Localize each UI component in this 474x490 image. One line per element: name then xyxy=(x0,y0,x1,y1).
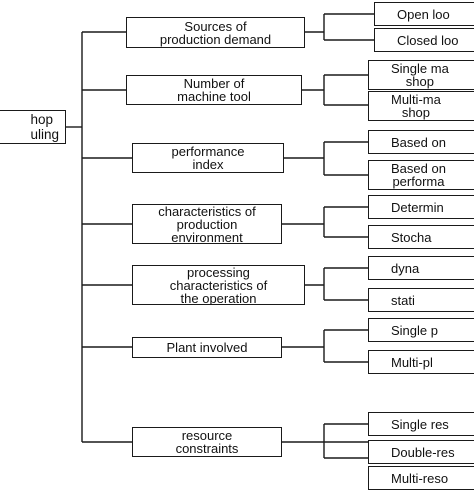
category-node: Number of machine tool xyxy=(126,75,302,105)
leaf-node: dyna xyxy=(368,256,474,280)
category-node: Sources of production demand xyxy=(126,17,305,48)
leaf-node: Stocha xyxy=(368,225,474,249)
leaf-node: Single res xyxy=(368,412,474,436)
leaf-node: Based on xyxy=(368,130,474,154)
leaf-node: Double-res xyxy=(368,440,474,464)
leaf-node: Open loo xyxy=(374,2,474,26)
leaf-node: stati xyxy=(368,288,474,312)
leaf-node: Multi-pl xyxy=(368,350,474,374)
leaf-node: Single p xyxy=(368,318,474,342)
category-node: Plant involved xyxy=(132,337,282,358)
category-node: resource constraints xyxy=(132,427,282,457)
root-node: hop uling xyxy=(0,110,66,144)
category-node: performance index xyxy=(132,143,284,173)
category-node: processing characteristics of the operat… xyxy=(132,265,305,305)
leaf-node: Multi-reso xyxy=(368,466,474,490)
leaf-node: Multi-ma shop xyxy=(368,91,474,121)
leaf-node: Determin xyxy=(368,195,474,219)
connector-lines xyxy=(66,13,374,459)
leaf-node: Closed loo xyxy=(374,28,474,52)
category-node: characteristics of production environmen… xyxy=(132,204,282,244)
leaf-node: Based on performa xyxy=(368,160,474,190)
leaf-node: Single ma shop xyxy=(368,60,474,90)
